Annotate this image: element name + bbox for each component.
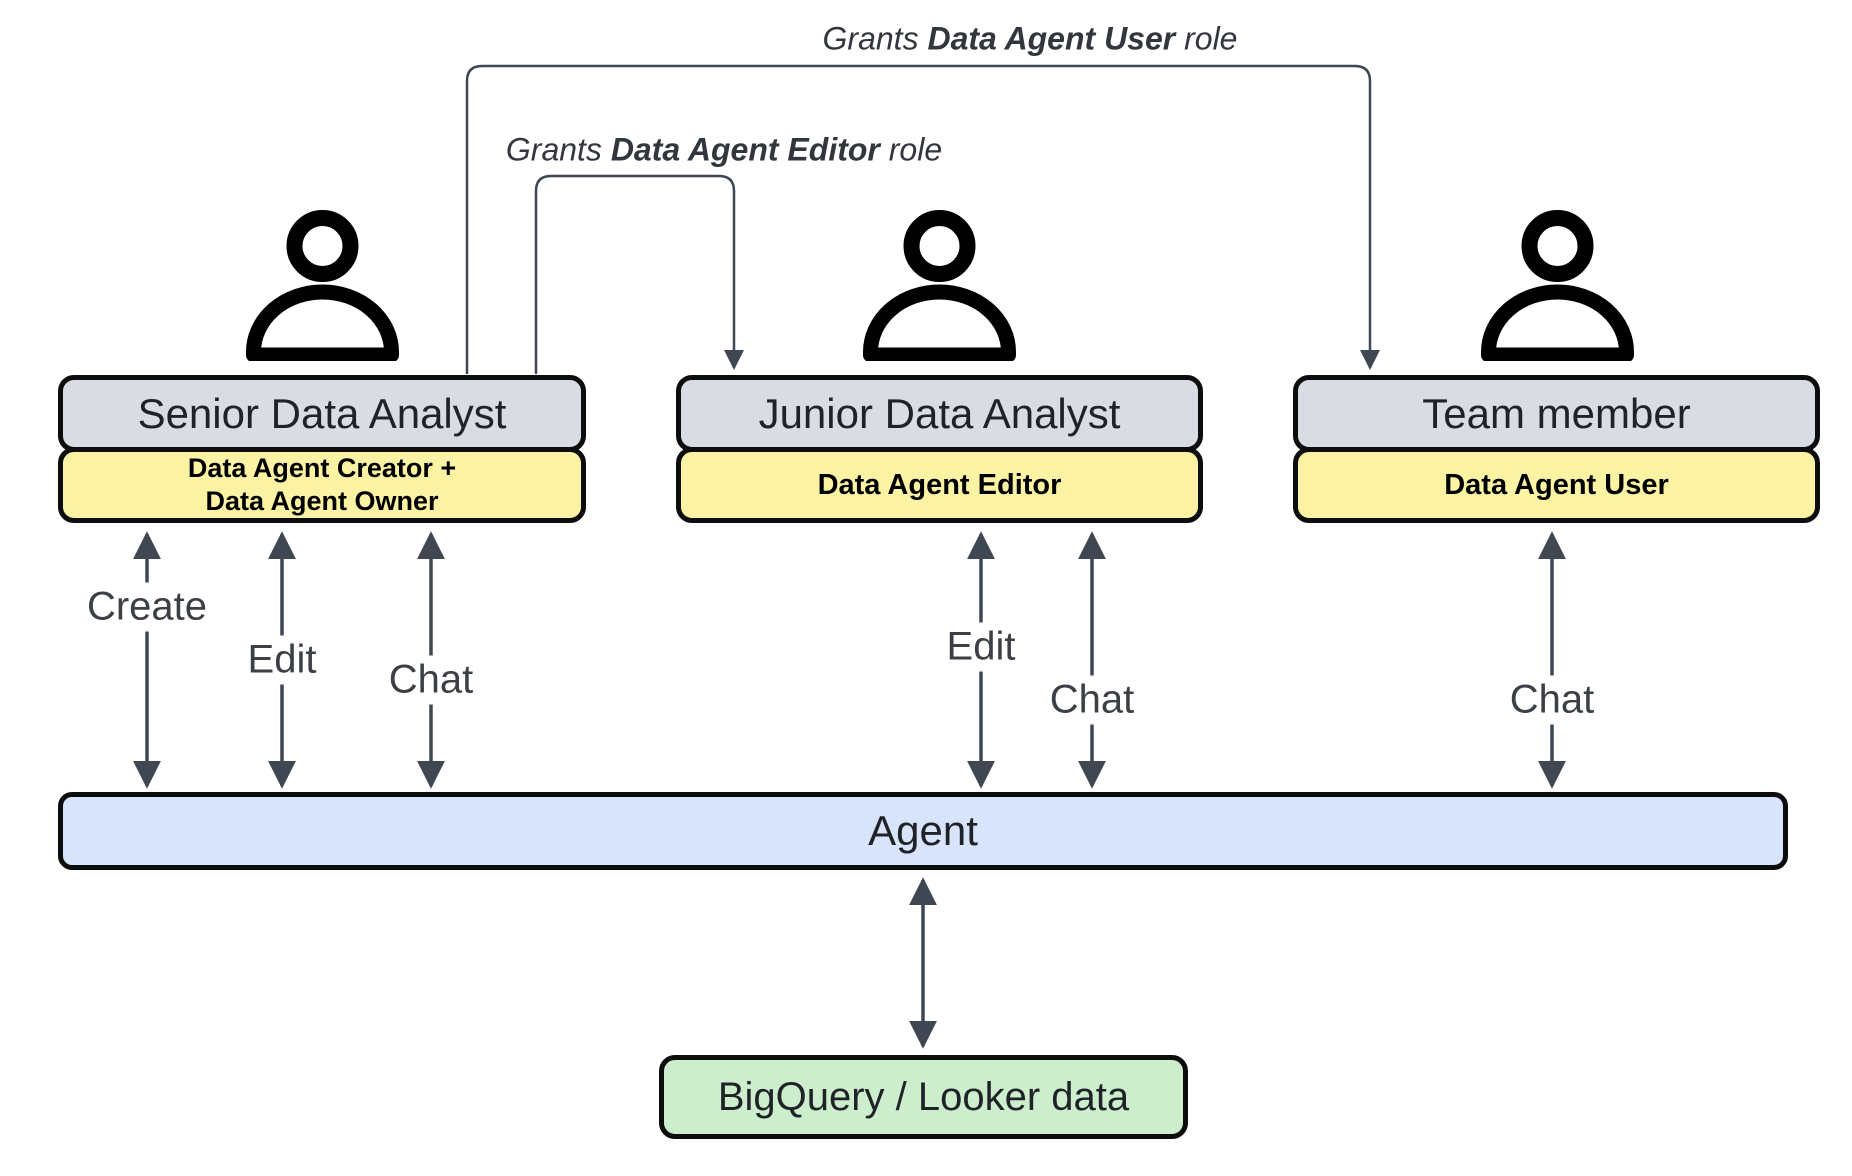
grant-user-prefix: Grants <box>822 20 919 57</box>
edit-label-senior: Edit <box>239 635 325 685</box>
grant-editor-prefix: Grants <box>505 131 602 168</box>
grant-user-connector <box>465 64 1380 374</box>
senior-role-line2: Data Agent Owner <box>205 486 439 516</box>
junior-analyst-title: Junior Data Analyst <box>758 389 1121 437</box>
grant-user-label: Grants Data Agent User role <box>818 20 1242 58</box>
chat-label-junior: Chat <box>1041 675 1143 725</box>
team-member-title: Team member <box>1422 389 1691 437</box>
senior-analyst-role-box: Data Agent Creator + Data Agent Owner <box>58 447 586 523</box>
grant-user-role-name: Data Agent User <box>927 20 1176 57</box>
chat-label-senior: Chat <box>380 655 482 705</box>
grant-user-suffix: role <box>1184 20 1238 57</box>
edit-label-junior: Edit <box>938 622 1024 672</box>
person-icon-team <box>1481 210 1634 361</box>
junior-analyst-role-box: Data Agent Editor <box>676 447 1203 523</box>
team-role-label: Data Agent User <box>1444 468 1669 501</box>
senior-role-line1: Data Agent Creator + <box>187 453 457 484</box>
person-icon-junior <box>863 210 1016 361</box>
grant-editor-connector <box>534 174 744 374</box>
grant-editor-suffix: role <box>888 131 943 168</box>
datasource-label: BigQuery / Looker data <box>717 1074 1130 1119</box>
junior-analyst-title-box: Junior Data Analyst <box>676 375 1203 452</box>
create-label: Create <box>78 582 216 632</box>
datasource-box: BigQuery / Looker data <box>659 1055 1188 1139</box>
grant-editor-role-name: Data Agent Editor <box>610 131 880 168</box>
senior-analyst-title-box: Senior Data Analyst <box>58 375 586 452</box>
person-icon-senior <box>246 210 399 361</box>
agent-bar: Agent <box>58 792 1788 870</box>
agent-label: Agent <box>868 807 978 854</box>
team-member-role-box: Data Agent User <box>1293 447 1820 523</box>
senior-analyst-title: Senior Data Analyst <box>137 389 507 437</box>
chat-label-team: Chat <box>1501 675 1603 725</box>
junior-role-label: Data Agent Editor <box>817 468 1062 501</box>
team-member-title-box: Team member <box>1293 375 1820 452</box>
grant-editor-label: Grants Data Agent Editor role <box>501 131 947 169</box>
